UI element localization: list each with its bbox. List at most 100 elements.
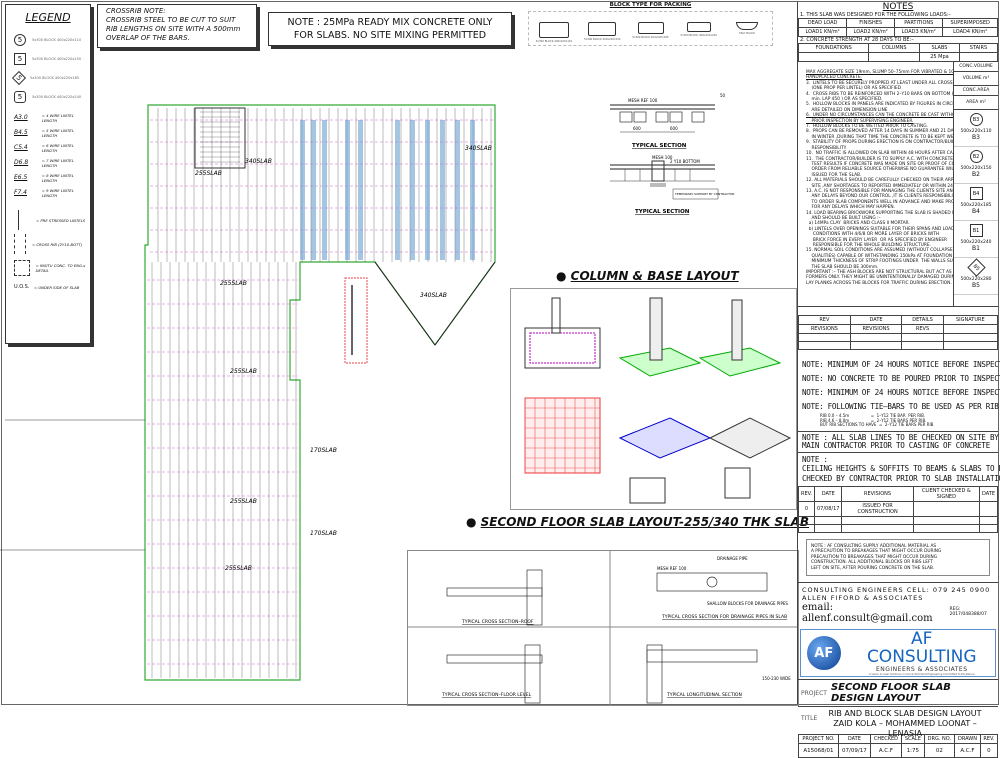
block-shape-icon	[588, 22, 617, 36]
notes-item: AND SHOULD BE BUILT USING :–	[806, 215, 881, 221]
inspection-note: NOTE: MINIMUM OF 24 HOURS NOTICE BEFORE …	[802, 388, 1000, 397]
legend-symbol-text: = INSITU CONC. TO ENG.s DETAIL	[35, 263, 86, 273]
side-block-code: B2	[972, 171, 980, 178]
company-reg: REG: 2017/048388/07	[949, 607, 987, 617]
column-base-heading-text: COLUMN & BASE LAYOUT	[570, 269, 739, 283]
company-email[interactable]: email: allenf.consult@gmail.com	[802, 602, 933, 624]
slab-label: 255SLAB	[220, 280, 247, 287]
title-block-value: A15068/01	[798, 743, 839, 758]
notes-title: NOTES	[882, 2, 914, 12]
tie-bar-rule: RIB 0.0 – 4.5m = 1–Y12 TIE BAR PER RIB.	[820, 413, 926, 418]
slab-details-drawing: TYPICAL CROSS SECTION–ROOF TYPICAL CROSS…	[407, 550, 799, 706]
notes-item: 9. STABILITY OF PROPS DURING ERECTION IS…	[806, 140, 953, 146]
cross-rib-icon	[14, 234, 26, 254]
load-header: SUPERIMPOSED	[942, 18, 998, 28]
company-line: ALLEN FIFORD & ASSOCIATES	[802, 594, 924, 602]
top-reinforcement	[395, 120, 400, 260]
company-logo: AF AF CONSULTING ENGINEERS & ASSOCIATES …	[800, 629, 996, 677]
revision-cell	[912, 500, 980, 517]
load-value: LOAD3 KN/m²	[894, 27, 944, 37]
legend-title: LEGEND	[25, 11, 71, 24]
notes-item: MAX AGGREGATE SIZE 19mm, SLUMP 50–75mm F…	[806, 70, 953, 75]
side-area: AREA m²	[954, 96, 998, 110]
legend-symbol-row: = PRE STRESSED LINTELS	[6, 208, 90, 232]
strength-value	[868, 52, 920, 62]
block-type-item: 5x300 BLOCK 400x220x240	[676, 14, 722, 43]
width-label: 150-230 WIDE	[762, 676, 791, 681]
slab-label: 255SLAB	[195, 170, 222, 177]
bar-label: 2 Y10 BOTTOM	[670, 159, 700, 164]
notes-item: FOR ANY DELAYS WHICH MAY HAPPEN.	[806, 205, 895, 211]
notes-item: 15. NORMAL SOIL CONDITIONS ARE ASSUMED (…	[806, 248, 953, 254]
diamond-block-icon: B5	[966, 258, 986, 277]
square-block-icon: 5	[14, 52, 26, 65]
strength-value: 25 Mpa	[919, 52, 960, 62]
strength-value	[797, 52, 870, 62]
title-line: RIB AND BLOCK SLAB DESIGN LAYOUT	[828, 709, 982, 718]
lintel-line-icon	[18, 210, 30, 230]
notes-item: FORMERS ONLY. THEY MIGHT BE UNINTENTIONA…	[806, 275, 953, 281]
revision-cell	[978, 500, 999, 517]
rev-cell: REVISIONS	[798, 324, 851, 334]
revisions-header: REVISIONS	[841, 485, 914, 502]
block-type-label: TRAY BLOCK	[739, 32, 755, 35]
legend-symbol-text: = PRE STRESSED LINTELS	[36, 217, 86, 223]
slab-label: 340SLAB	[465, 145, 492, 152]
top-reinforcement	[322, 120, 327, 260]
ceiling-note-line: NOTE :	[802, 454, 828, 464]
side-block-code: B4	[972, 208, 980, 215]
crossrib-note-line: RIB LENGTHS ON SITE WITH A 500mm	[106, 25, 241, 33]
af-note-line: NOTE : AF CONSULTING SUPPLY ADDITIONAL M…	[811, 543, 937, 549]
slab-plan-drawing: 340SLAB340SLAB340SLAB255SLAB255SLAB255SL…	[0, 104, 496, 681]
notes-item: min. LAP 450 ) OR AS SPECIFIED.	[806, 97, 883, 103]
block-type-item: 5x300 BLOCK 400x220x150	[579, 14, 625, 43]
title-label: TITLE	[801, 715, 818, 722]
side-block-size: 500x220x110	[960, 129, 992, 134]
notes-item: 5. HOLLOW BLOCKS IN PANELS ARE INDICATED…	[806, 102, 953, 108]
strength-header: COLUMNS	[868, 43, 920, 53]
notes-item: 3. LINTELS TO BE SECURELY PROPPED AT LEA…	[806, 80, 953, 86]
rev-cell: REVISIONS	[849, 324, 903, 334]
top-reinforcement	[410, 120, 415, 260]
notes-item: TO ORDER SLAB COMPONENTS WELL IN ADVANCE…	[811, 199, 953, 205]
notes-item-1: 1. THIS SLAB WAS DESIGNED FOR THE FOLLOW…	[800, 12, 951, 18]
rev-cell: REVS	[901, 324, 944, 334]
circle-block-icon: B3	[969, 113, 983, 126]
block-type-label: 5x300 BLOCK 400x220x150	[584, 38, 621, 41]
block-type-label: 5x300 BLOCK 400x220x185	[632, 36, 669, 39]
legend-symbol-row: U.O.S.= UNDER SIDE OF SLAB	[6, 280, 90, 294]
notes-item: CONDITIONS WITH 4/6/8 OR MORE LAYER OF B…	[806, 232, 940, 238]
detail-drainage-label: TYPICAL CROSS SECTION FOR DRAINAGE PIPES…	[661, 614, 787, 620]
slab-label: 255SLAB	[230, 368, 257, 375]
title-row: TITLE RIB AND BLOCK SLAB DESIGN LAYOUT Z…	[798, 706, 998, 738]
strength-header: STAIRS	[958, 43, 999, 53]
column-base-heading: ● COLUMN & BASE LAYOUT	[556, 269, 739, 283]
legend-lintel-row: D6.8= 7 WIRE LINTEL LENGTH	[6, 155, 90, 170]
column-base-drawing	[510, 288, 797, 510]
title-block-value: 1:75	[901, 743, 925, 758]
legend-lintel-row: B4.5= 5 WIRE LINTEL LENGTH	[6, 125, 90, 140]
notes-item: (ONE PROP PER LINTEL) OR AS SPECIFIED	[806, 86, 901, 92]
legend-block-text: 5x300 BLOCK 400x220x240	[32, 94, 82, 99]
inspection-note: NOTE: MINIMUM OF 24 HOURS NOTICE BEFORE …	[802, 360, 1000, 369]
notes-item: 14. LOAD BEARING BRICKWORK SUPPORTING TH…	[806, 210, 953, 216]
notes-item: 10. NO TRAFFIC IS ALLOWED ON SLAB WITHIN…	[806, 151, 953, 157]
slab-label: 340SLAB	[420, 292, 447, 299]
revisions-header: REV.	[798, 485, 815, 502]
top-reinforcement	[455, 120, 460, 260]
side-block-code: B3	[972, 134, 980, 141]
lintel-text: = 4 WIRE LINTEL LENGTH	[41, 112, 74, 123]
drawing-frame	[1, 1, 999, 705]
af-note-line: LEFT ON SITE, AFTER POURING CONCRETE ON …	[811, 565, 935, 571]
hexagon-block-icon: 5	[14, 90, 26, 103]
block-shape-icon	[686, 22, 711, 32]
logo-name: AF CONSULTING	[866, 629, 977, 667]
ceiling-note-line: CHECKED BY CONTRACTOR PRIOR TO SLAB INST…	[802, 473, 1000, 483]
af-note-line: PRECAUTION TO BREAKAGES THAT MIGHT OCCUR…	[811, 554, 938, 560]
revisions-header: DATE	[813, 485, 843, 502]
title-block-value: A.C.F	[954, 743, 981, 758]
slab-label: 255SLAB	[225, 565, 252, 572]
